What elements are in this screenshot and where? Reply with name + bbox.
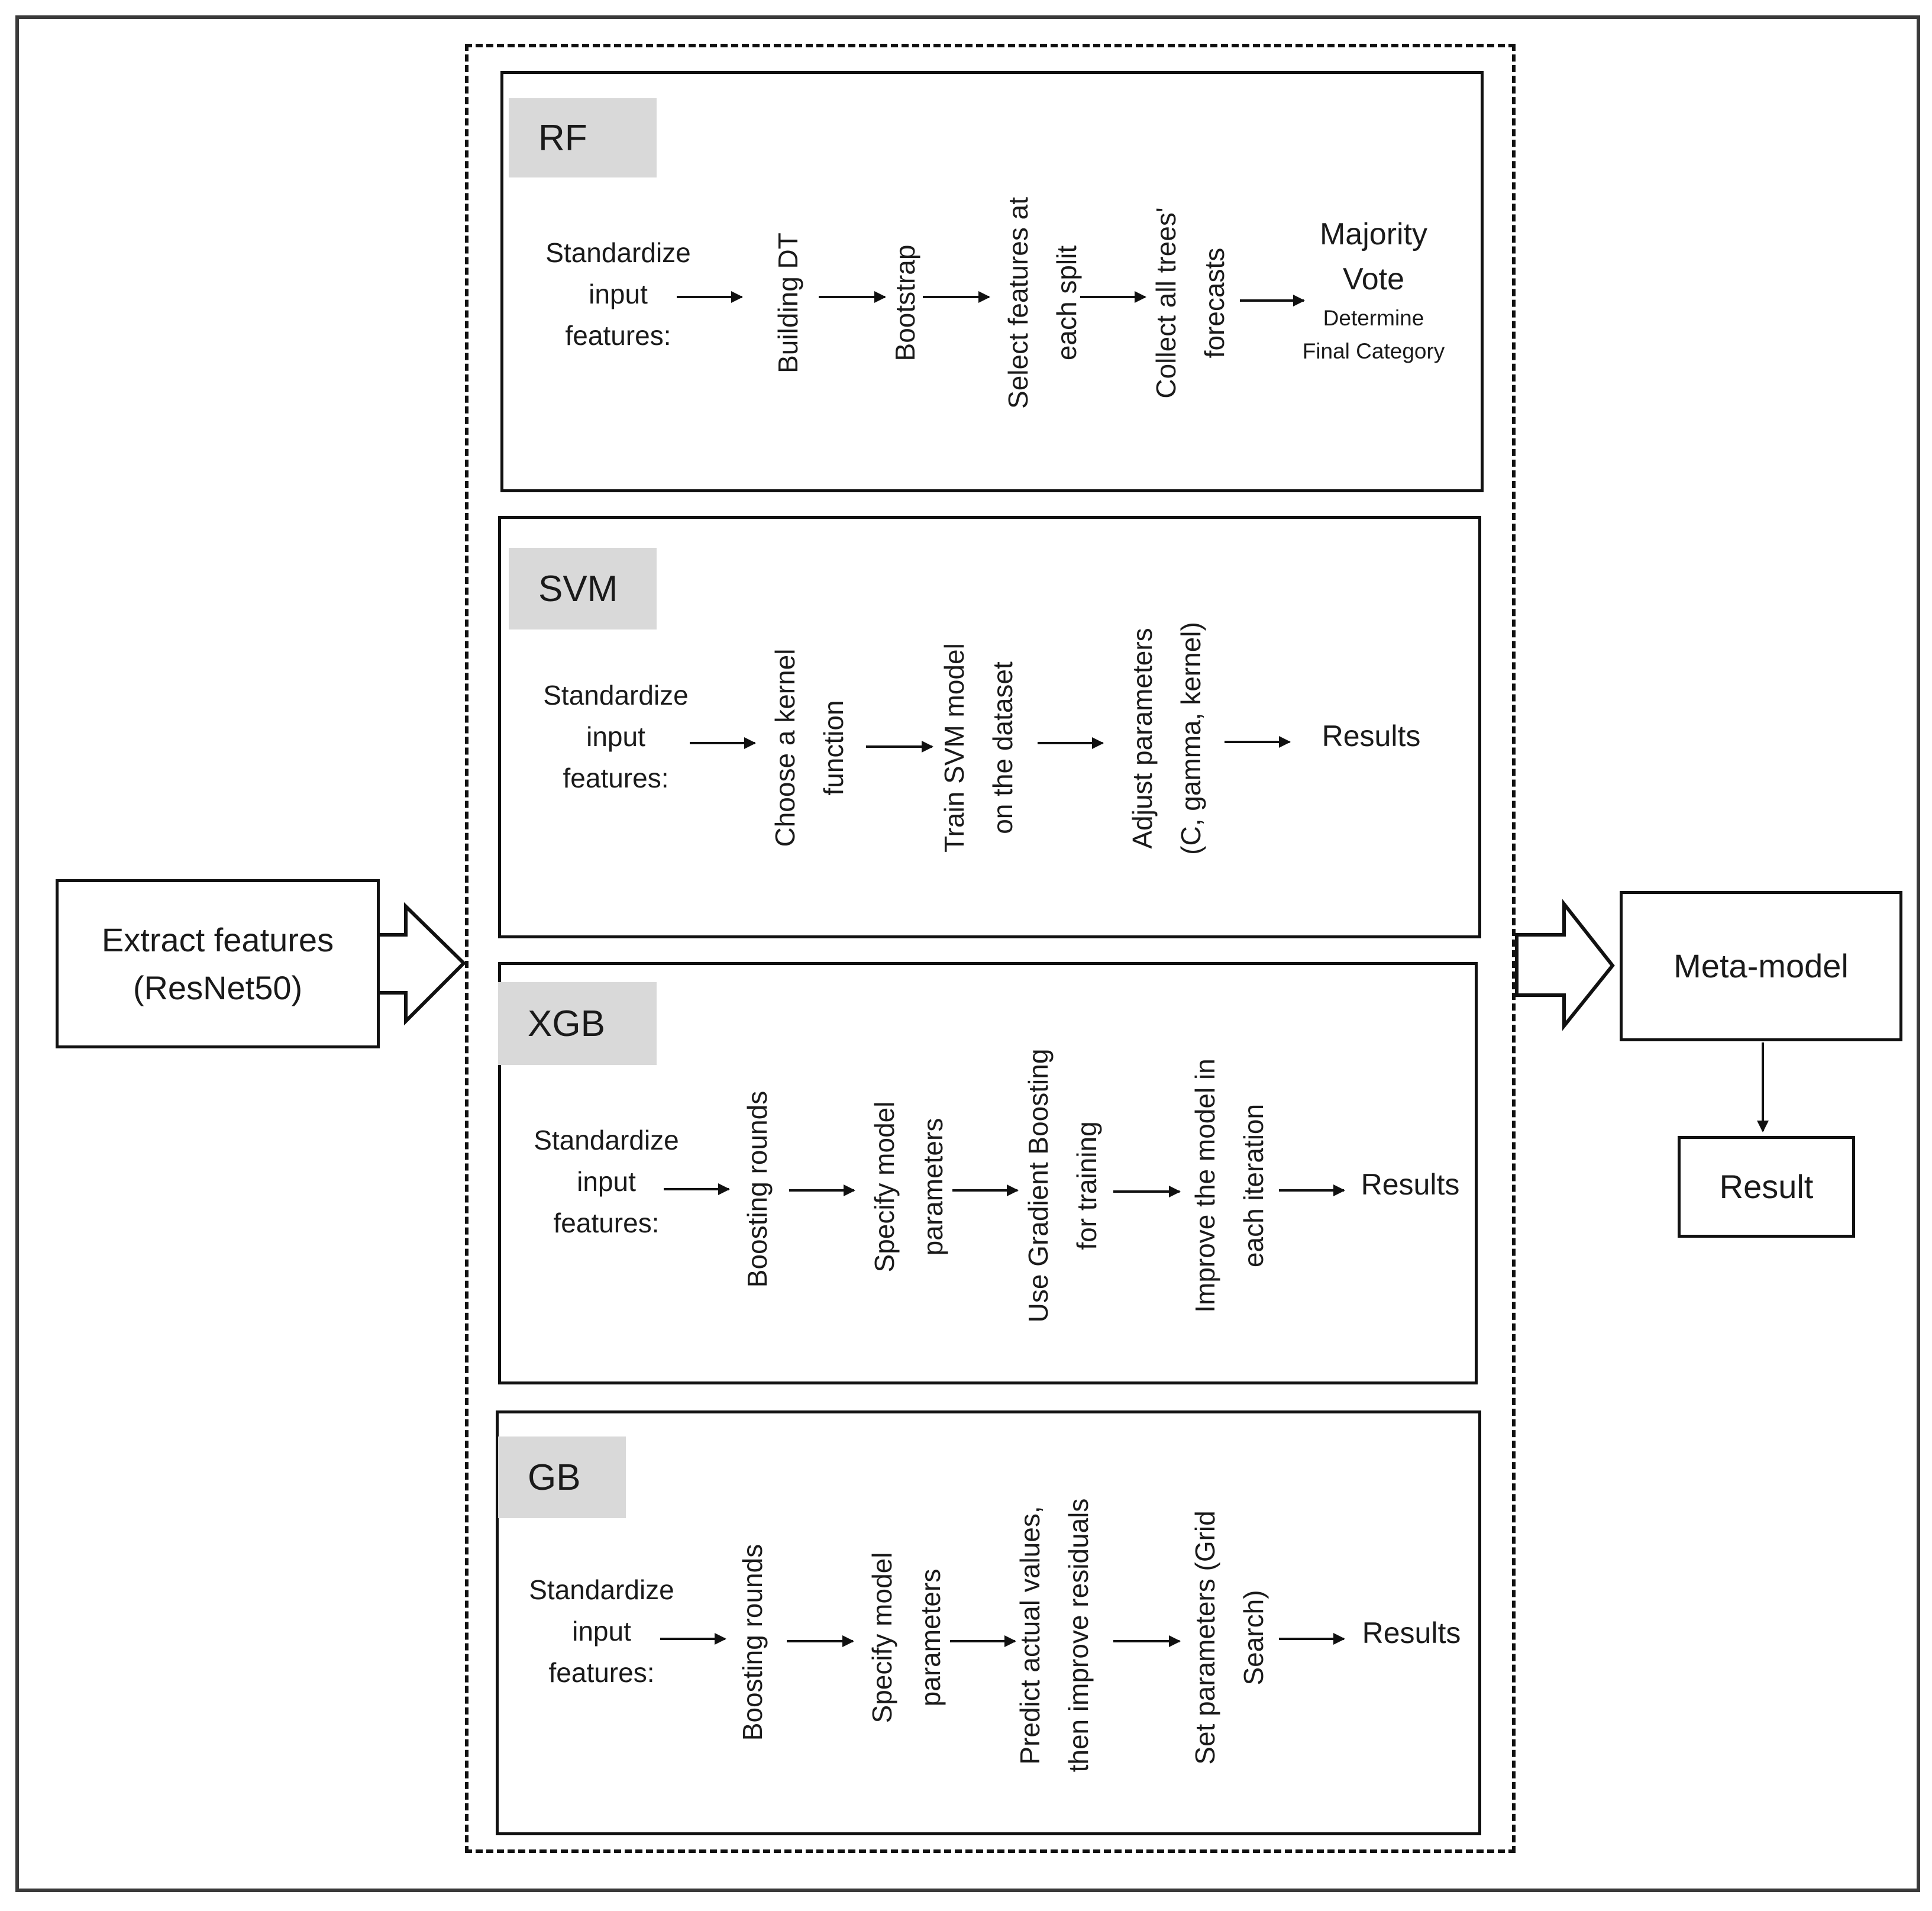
svm-title-text: SVM — [538, 568, 618, 609]
xgb-arrows — [664, 1183, 1345, 1197]
result-label: Result — [1719, 1168, 1814, 1206]
gb-start-line: features: — [548, 1657, 655, 1688]
xgb-start-line: input — [577, 1166, 636, 1197]
majority-vote-subtitle: Determine — [1323, 306, 1424, 330]
gb-panel — [496, 1410, 1481, 1835]
xgb-start-label: Standardize input features: — [509, 1119, 704, 1244]
xgb-start-line: Standardize — [534, 1125, 679, 1155]
rf-majority-vote: Majority Vote Determine Final Category — [1285, 212, 1462, 368]
rf-start-line: features: — [565, 320, 671, 351]
svm-start-label: Standardize input features: — [518, 674, 713, 799]
svm-start-line: features: — [563, 763, 669, 793]
gb-arrows — [660, 1633, 1345, 1647]
svm-panel-title: SVM — [509, 548, 657, 630]
result-box: Result — [1678, 1136, 1855, 1238]
gb-title-text: GB — [528, 1457, 581, 1498]
gb-results: Results — [1362, 1616, 1461, 1649]
xgb-title-text: XGB — [528, 1003, 605, 1044]
rf-panel — [500, 71, 1484, 492]
meta-model-label: Meta-model — [1673, 947, 1849, 985]
ensemble-block-arrow — [1515, 899, 1615, 1031]
xgb-panel-title: XGB — [498, 982, 657, 1065]
xgb-results: Results — [1361, 1168, 1460, 1201]
majority-vote-title: Vote — [1342, 262, 1405, 296]
rf-arrows — [677, 291, 1305, 306]
extract-features-label: Extract features — [101, 921, 334, 958]
gb-start-line: Standardize — [529, 1574, 674, 1605]
extract-features-model: (ResNet50) — [133, 969, 303, 1006]
svm-start-line: Standardize — [543, 680, 689, 711]
xgb-panel — [498, 962, 1478, 1384]
svm-arrows — [690, 736, 1291, 753]
rf-start-line: input — [589, 279, 648, 309]
rf-start-line: Standardize — [545, 237, 691, 268]
xgb-start-line: features: — [553, 1208, 660, 1238]
meta-model-box: Meta-model — [1620, 891, 1902, 1041]
gb-start-label: Standardize input features: — [504, 1569, 699, 1693]
gb-start-line: input — [572, 1616, 631, 1647]
svm-panel — [498, 516, 1481, 938]
svm-results: Results — [1322, 719, 1421, 753]
majority-vote-subtitle: Final Category — [1302, 339, 1445, 363]
rf-start-label: Standardize input features: — [521, 232, 716, 356]
extract-features-box: Extract features (ResNet50) — [56, 879, 380, 1048]
svm-start-line: input — [586, 721, 645, 752]
outer-frame — [15, 15, 1920, 1892]
ensemble-container — [465, 44, 1516, 1853]
majority-vote-title: Majority — [1319, 217, 1428, 251]
rf-title-text: RF — [538, 117, 587, 159]
rf-panel-title: RF — [509, 98, 657, 177]
gb-panel-title: GB — [498, 1437, 626, 1518]
input-block-arrow — [380, 902, 467, 1026]
